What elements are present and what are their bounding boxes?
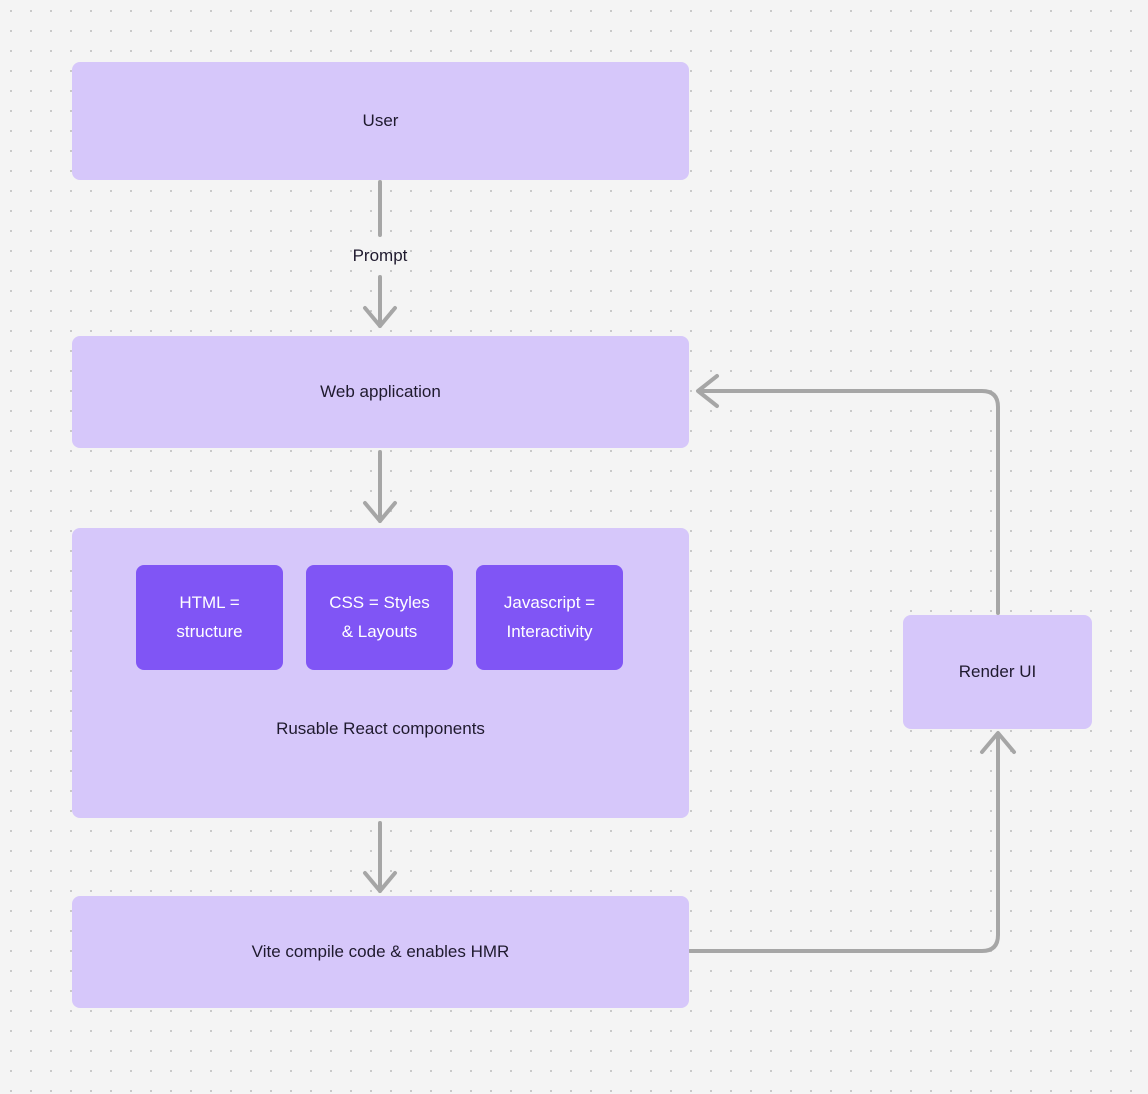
node-javascript-label-line1: Javascript =	[503, 592, 596, 612]
node-render-ui-label: Render UI	[958, 661, 1037, 681]
edge-react-components-to-vite	[363, 821, 397, 893]
edge-label-prompt: Prompt	[352, 246, 408, 265]
edge-render-ui-to-web-application	[696, 374, 1000, 615]
node-web-application[interactable]: Web application	[72, 336, 689, 448]
edge-path-vite-to-render-ui	[688, 733, 1000, 953]
node-javascript-label-line2: Interactivity	[506, 621, 593, 641]
arrowhead-into-render-ui	[980, 731, 1016, 754]
node-html-label-line1: HTML =	[179, 592, 240, 612]
node-css-label-line1: CSS = Styles	[329, 592, 430, 612]
node-react-components-label: Rusable React components	[276, 719, 485, 738]
arrowhead-into-vite	[363, 871, 397, 893]
edge-path-render-ui-to-web-application	[698, 389, 1000, 615]
node-user[interactable]: User	[72, 62, 689, 180]
node-html-label-line2: structure	[176, 621, 243, 641]
node-vite-label: Vite compile code & enables HMR	[251, 941, 510, 961]
edge-web-application-to-react-components	[363, 450, 397, 523]
node-web-application-label: Web application	[320, 381, 441, 401]
node-react-components[interactable]: HTML = structure CSS = Styles & Layouts …	[72, 528, 689, 818]
arrowhead-into-web-application	[696, 374, 719, 408]
node-html[interactable]: HTML = structure	[136, 565, 283, 670]
edge-vite-to-render-ui	[688, 731, 1016, 953]
node-css-label-line2: & Layouts	[341, 621, 418, 641]
node-css[interactable]: CSS = Styles & Layouts	[306, 565, 453, 670]
node-javascript[interactable]: Javascript = Interactivity	[476, 565, 623, 670]
node-user-label: User	[362, 110, 399, 130]
arrowhead-into-react-components	[363, 501, 397, 523]
node-vite[interactable]: Vite compile code & enables HMR	[72, 896, 689, 1008]
arrowhead-into-web-application	[363, 306, 397, 328]
node-render-ui[interactable]: Render UI	[903, 615, 1092, 729]
